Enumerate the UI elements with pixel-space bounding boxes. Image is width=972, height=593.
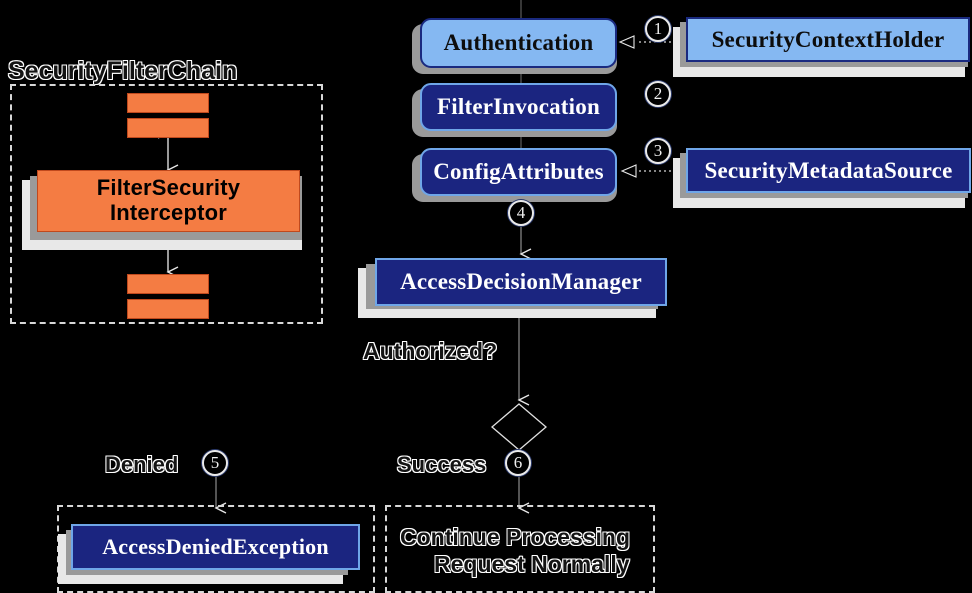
node-access-denied-exception[interactable]: AccessDeniedException bbox=[71, 524, 360, 570]
node-security-metadata-source[interactable]: SecurityMetadataSource bbox=[686, 148, 971, 193]
interceptor-label-line1: FilterSecurity bbox=[96, 175, 241, 201]
filter-bar-top-2 bbox=[127, 118, 209, 138]
authorized-label: Authorized? bbox=[362, 337, 498, 364]
step-circle-1: 1 bbox=[645, 16, 671, 42]
step-circle-4: 4 bbox=[508, 200, 534, 226]
denied-label: Denied bbox=[104, 451, 179, 477]
success-outcome-container bbox=[385, 505, 655, 593]
step-1-number: 1 bbox=[653, 19, 663, 38]
interceptor-label-line2: Interceptor bbox=[109, 200, 228, 225]
security-metadata-source-label: SecurityMetadataSource bbox=[704, 157, 953, 183]
continue-processing-line2: Request Normally bbox=[433, 550, 630, 577]
access-denied-exception-label: AccessDeniedException bbox=[102, 534, 329, 559]
continue-processing-line1: Continue Processing bbox=[399, 523, 631, 550]
step-5-number: 5 bbox=[210, 453, 220, 472]
node-access-decision-manager[interactable]: AccessDecisionManager bbox=[375, 258, 667, 306]
node-filter-security-interceptor[interactable]: FilterSecurity Interceptor bbox=[37, 170, 300, 232]
security-context-holder-label: SecurityContextHolder bbox=[711, 26, 945, 52]
filter-bar-bottom-1 bbox=[127, 274, 209, 294]
node-filter-invocation[interactable]: FilterInvocation bbox=[420, 83, 617, 131]
step-6-number: 6 bbox=[513, 453, 523, 472]
step-circle-2: 2 bbox=[645, 81, 671, 107]
success-label: Success bbox=[396, 451, 487, 477]
decision-diamond bbox=[490, 403, 548, 451]
node-config-attributes[interactable]: ConfigAttributes bbox=[420, 148, 617, 196]
node-authentication[interactable]: Authentication bbox=[420, 18, 617, 68]
node-security-context-holder[interactable]: SecurityContextHolder bbox=[686, 17, 970, 62]
config-attributes-label: ConfigAttributes bbox=[433, 159, 604, 184]
step-circle-6: 6 bbox=[505, 450, 531, 476]
step-circle-5: 5 bbox=[202, 450, 228, 476]
access-decision-manager-label: AccessDecisionManager bbox=[400, 269, 642, 294]
step-4-number: 4 bbox=[516, 203, 526, 222]
security-filter-chain-title: SecurityFilterChain bbox=[7, 56, 238, 85]
filter-invocation-label: FilterInvocation bbox=[437, 94, 600, 119]
step-2-number: 2 bbox=[653, 84, 663, 103]
authentication-label: Authentication bbox=[443, 30, 594, 55]
step-circle-3: 3 bbox=[645, 138, 671, 164]
step-3-number: 3 bbox=[653, 141, 663, 160]
filter-bar-bottom-2 bbox=[127, 299, 209, 319]
security-filter-chain-container bbox=[10, 84, 323, 324]
filter-bar-top-1 bbox=[127, 93, 209, 113]
